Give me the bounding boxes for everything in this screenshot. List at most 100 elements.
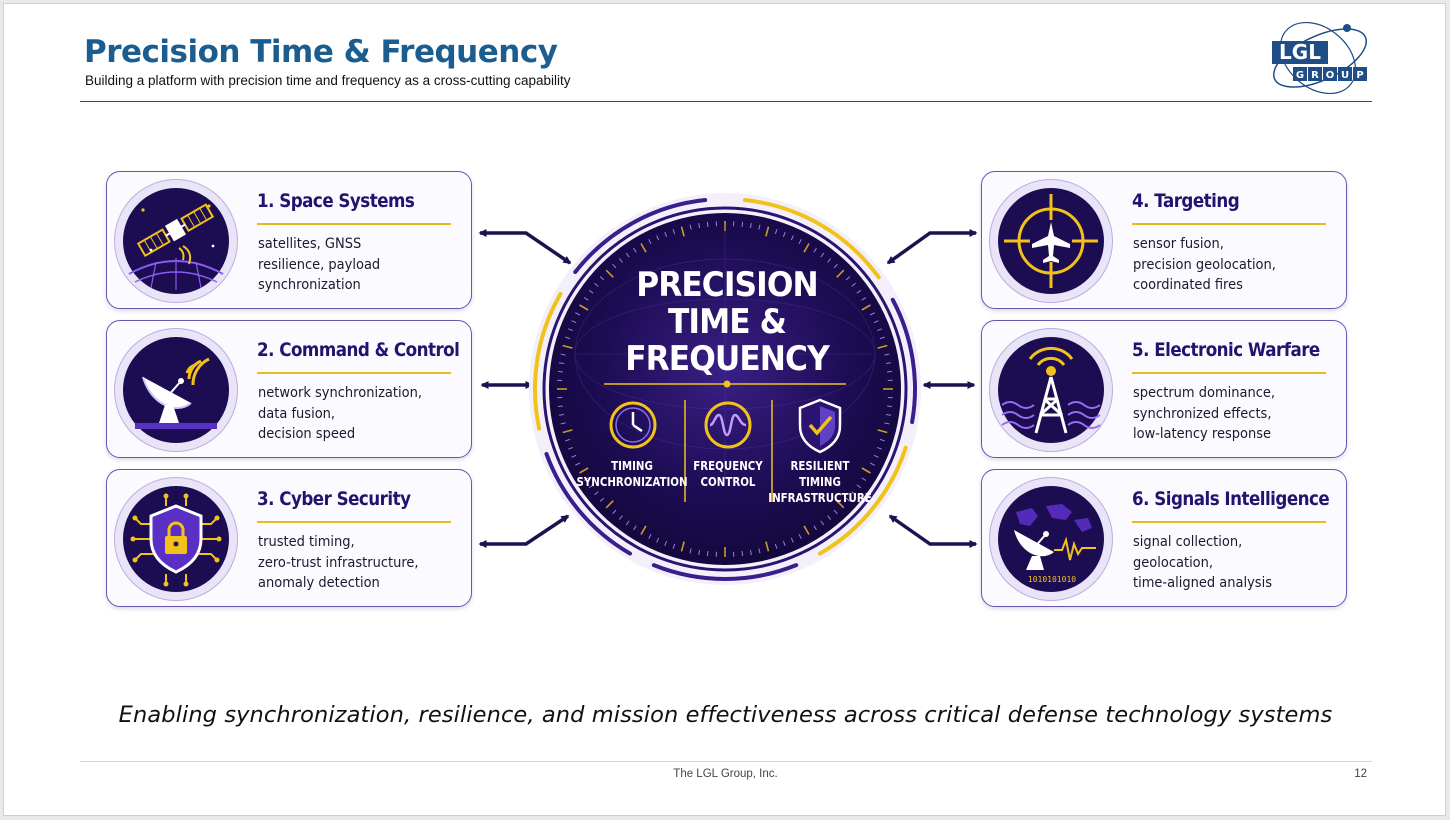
card-description-line: synchronization xyxy=(258,277,361,293)
hub-tick xyxy=(813,247,817,253)
card-divider xyxy=(1132,521,1326,523)
hub-pillar-label: FREQUENCY xyxy=(693,458,763,473)
hub-tick xyxy=(560,422,566,425)
card-description-line: data fusion, xyxy=(258,405,336,422)
crosshair-jet-icon xyxy=(998,188,1104,294)
shield-check-icon xyxy=(798,398,842,454)
card-description: trusted timing, zero-trust infrastructur… xyxy=(258,532,431,594)
ring-arc xyxy=(533,292,563,431)
hub-tick xyxy=(758,548,761,554)
hub-tick xyxy=(758,224,761,230)
hub-tick xyxy=(698,222,700,229)
hub-tick xyxy=(790,537,794,543)
hub-tick xyxy=(557,370,563,373)
card-icon-frame xyxy=(989,179,1113,303)
card-icon-frame xyxy=(114,179,238,303)
hub-tick xyxy=(765,226,770,237)
hub-tick xyxy=(861,304,871,311)
card-electronic-warfare: 5. Electronic Warfare spectrum dominance… xyxy=(981,320,1347,458)
hub-tick xyxy=(567,328,574,332)
hub-tick xyxy=(750,222,752,229)
page-number: 12 xyxy=(1354,768,1367,780)
hub-tick xyxy=(873,320,879,324)
page-title: Precision Time & Frequency xyxy=(84,34,558,70)
card-divider xyxy=(257,521,451,523)
hub-tick xyxy=(856,484,862,489)
hub-tick xyxy=(877,344,888,349)
hub-tick xyxy=(845,497,851,502)
card-icon-frame: 1010101010 xyxy=(989,477,1113,601)
hub-tick xyxy=(594,282,599,287)
card-icon-frame xyxy=(114,328,238,452)
card-description: signal collection, geolocation, time-ali… xyxy=(1133,532,1282,594)
hub-pillar-labels: TIMINGSYNCHRONIZATIONFREQUENCYCONTROLRES… xyxy=(576,458,871,505)
hub-tick xyxy=(664,231,668,238)
card-description-line: precision geolocation, xyxy=(1133,256,1276,273)
hub-tick xyxy=(618,515,623,520)
logo-letter-box xyxy=(1353,67,1367,81)
hub-tick xyxy=(870,312,875,316)
arrow-signals-intelligence xyxy=(888,514,978,548)
hub-tick xyxy=(605,500,614,509)
card-description-line: trusted timing, xyxy=(258,534,355,550)
hub-tick xyxy=(879,438,885,442)
card-description-line: geolocation, xyxy=(1133,554,1214,571)
logo-letter: R xyxy=(1311,70,1319,81)
hub-tick xyxy=(579,467,589,474)
hub-tick xyxy=(803,525,810,535)
hub-tick xyxy=(765,541,770,552)
card-description: sensor fusion, precision geolocation, co… xyxy=(1133,234,1287,296)
card-description-line: spectrum dominance, xyxy=(1133,385,1276,401)
card-title: 5. Electronic Warfare xyxy=(1132,339,1320,361)
hub-tick xyxy=(741,551,744,557)
hub-tick xyxy=(803,243,810,253)
hub-tick xyxy=(861,477,867,481)
hub-tick xyxy=(827,258,832,263)
hub-tick xyxy=(560,353,566,356)
card-signals-intelligence: 1010101010 6. Signals Intelligence signa… xyxy=(981,469,1347,607)
card-description-line: network synchronization, xyxy=(258,385,422,401)
arrow-targeting xyxy=(886,229,978,265)
hub-tick xyxy=(583,477,589,481)
hub-tick xyxy=(876,328,883,332)
hub-tick xyxy=(706,221,709,227)
hub-pillar-label: TIMING xyxy=(799,474,841,489)
hub-tick xyxy=(565,438,571,442)
card-cyber-security: 3. Cyber Security trusted timing, zero-t… xyxy=(106,469,472,607)
card-title: 1. Space Systems xyxy=(257,190,415,212)
hub-tick xyxy=(656,537,660,543)
hub-tick xyxy=(594,491,599,496)
hub-tick xyxy=(845,276,851,281)
arrow-space-systems xyxy=(478,229,572,265)
hub-tick xyxy=(562,429,573,434)
card-title: 2. Command & Control xyxy=(257,339,460,361)
card-title: 3. Cyber Security xyxy=(257,488,411,510)
hub-tick xyxy=(605,269,614,278)
shield-lock-icon xyxy=(123,486,229,592)
hub-tick xyxy=(565,336,571,340)
waveform-icon xyxy=(704,401,752,449)
hub-tick xyxy=(571,454,577,458)
logo-letter-box xyxy=(1338,67,1352,81)
hub-tick xyxy=(599,497,605,502)
hub-tick xyxy=(588,289,594,294)
card-divider xyxy=(1132,372,1326,374)
card-description-line: time-aligned analysis xyxy=(1133,575,1272,591)
logo-letter: P xyxy=(1356,70,1363,81)
hub-title-line-2: TIME & xyxy=(668,302,787,342)
footer-divider xyxy=(80,761,1372,762)
hub-tick xyxy=(876,446,883,450)
card-description: network synchronization, data fusion, de… xyxy=(258,383,434,445)
card-description-line: anomaly detection xyxy=(258,575,380,591)
hub-tick xyxy=(648,534,652,539)
hub-tick xyxy=(648,239,652,244)
hub-tick xyxy=(873,454,879,458)
hub-tick xyxy=(567,446,574,450)
world-map-texture xyxy=(574,224,876,484)
footer-company: The LGL Group, Inc. xyxy=(673,768,778,780)
hub-tick xyxy=(557,405,563,408)
hub-title-line-1: PRECISION xyxy=(636,265,818,305)
card-title: 4. Targeting xyxy=(1132,190,1240,212)
hub-tick xyxy=(851,491,856,496)
logo-letter: O xyxy=(1326,70,1335,81)
